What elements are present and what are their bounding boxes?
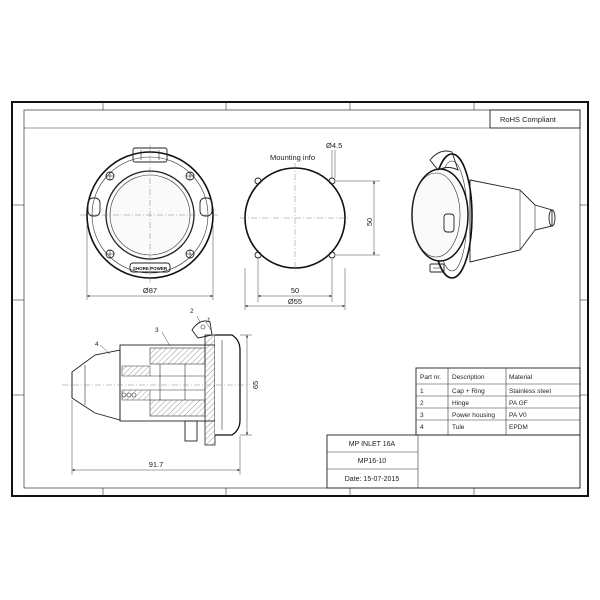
side-3d-view: [411, 150, 556, 279]
mounting-width-label: 50: [291, 286, 299, 295]
section-height-label: 65: [251, 381, 260, 389]
callout-1: 1: [207, 317, 211, 324]
callout-2: 2: [190, 308, 194, 315]
mounting-title: Mounting info: [270, 153, 315, 162]
table-cell: 1: [420, 388, 424, 395]
part-name: MP INLET 16A: [349, 441, 396, 448]
table-cell: Cap + Ring: [452, 388, 485, 395]
callout-4: 4: [95, 341, 99, 348]
table-header-cell: Description: [452, 374, 485, 381]
parts-table: Part nr. Description Material 1 Cap + Ring St…: [415, 367, 581, 436]
table-cell: Power housing: [452, 412, 495, 419]
table-cell: Hinge: [452, 400, 469, 407]
rohs-label: RoHS Compliant: [500, 115, 557, 124]
front-diameter-label: Ø87: [143, 286, 157, 295]
mounting-view: Mounting info Ø4.5 50 50 Ø55: [240, 141, 380, 310]
logo-text: SHORE POWER: [133, 266, 168, 271]
section-length-label: 91.7: [149, 460, 164, 469]
title-block: MP INLET 16A MP16-10 Date: 15-07-2015: [326, 434, 581, 489]
table-cell: 3: [420, 412, 424, 419]
sheet-frame: [11, 101, 589, 497]
drawing-date: Date: 15-07-2015: [345, 476, 400, 483]
rohs-box: RoHS Compliant: [489, 109, 581, 129]
front-view: SHORE POWER Ø87: [80, 145, 220, 300]
table-cell: 2: [420, 400, 424, 407]
table-cell: EPDM: [509, 424, 528, 431]
part-code: MP16-10: [358, 458, 387, 465]
mounting-diameter-label: Ø55: [288, 297, 302, 306]
table-header-cell: Part nr.: [420, 374, 441, 381]
callout-3: 3: [155, 327, 159, 334]
table-cell: PA V0: [509, 412, 527, 419]
mounting-hole-label: Ø4.5: [326, 141, 342, 150]
table-cell: Stainless steel: [509, 388, 551, 395]
table-cell: Tule: [452, 424, 465, 431]
table-cell: 4: [420, 424, 424, 431]
table-cell: PA GF: [509, 400, 528, 407]
table-header-cell: Material: [509, 374, 533, 381]
section-view: 2 1 3 4 65 91.7: [62, 308, 260, 475]
mounting-height-label: 50: [365, 218, 374, 226]
